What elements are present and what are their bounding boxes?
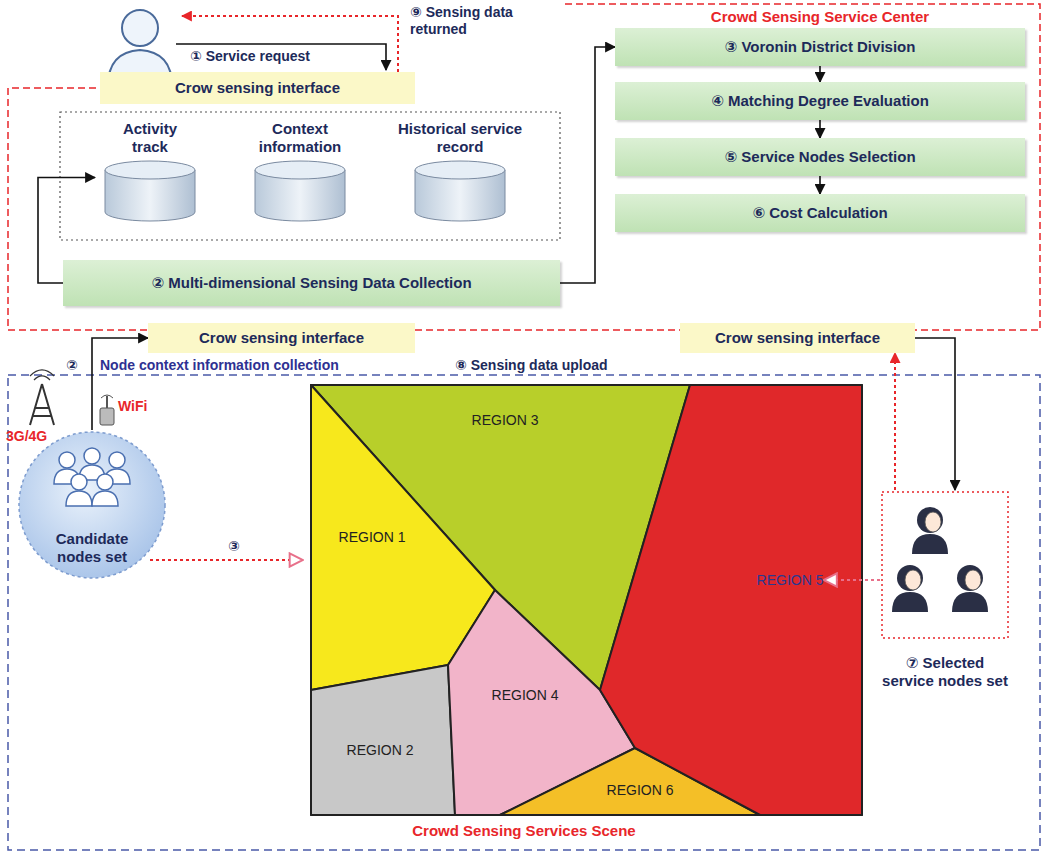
interface-box: Crow sensing interface (148, 323, 415, 353)
node-label: ② Multi-dimensional Sensing Data Collect… (151, 274, 471, 292)
node-label: REGION 2 (347, 742, 414, 759)
node-label: Candidate nodes set (37, 530, 147, 566)
annotation: ⑧ Sensing data upload (455, 357, 608, 374)
wifi-router (100, 395, 114, 425)
connector (819, 176, 821, 194)
map-region: REGION 3 (472, 412, 539, 429)
node-label: ③ Voronin District Division (725, 38, 916, 56)
connector (824, 579, 881, 581)
node-label: REGION 6 (607, 782, 674, 799)
map-region: REGION 1 (339, 529, 406, 546)
node-label: REGION 1 (339, 529, 406, 546)
node-label: ⑦ Selected service nodes set (880, 654, 1010, 690)
process-box: ② Multi-dimensional Sensing Data Collect… (63, 260, 560, 306)
region-heading: Crowd Sensing Services Scene (8, 822, 1040, 840)
return-arrow (182, 16, 398, 72)
region-outline: Crowd Sensing Services Scene Candidate no… (8, 375, 1040, 850)
database: Activity track (95, 120, 205, 235)
annotation: ② (66, 357, 78, 374)
map-region: REGION 2 (347, 742, 414, 759)
connector (560, 47, 615, 283)
annotation: ① Service request (190, 48, 310, 65)
node-label: ⑤ Service Nodes Selection (724, 148, 915, 166)
node-label: REGION 3 (472, 412, 539, 429)
node-label: Historical service record (398, 120, 523, 156)
center-outline (8, 4, 1040, 330)
node-label: Activity track (105, 120, 195, 156)
process-box: ⑤ Service Nodes Selection (615, 138, 1025, 176)
cylinder-icon (250, 160, 350, 224)
connector (819, 120, 821, 138)
connector (915, 338, 955, 490)
annotation: ⑨ Sensing data returned (410, 4, 560, 38)
process-box: ⑥ Cost Calculation (615, 194, 1025, 232)
region-outline: Crowd Sensing Service CenterActivity tra… (8, 4, 1040, 330)
map-region: REGION 4 (492, 687, 559, 704)
node-label: ⑥ Cost Calculation (752, 204, 887, 222)
process-box: ④ Matching Degree Evaluation (615, 82, 1025, 120)
connector (894, 353, 896, 490)
cell-tower (30, 370, 54, 425)
node-label: ④ Matching Degree Evaluation (711, 92, 929, 110)
voronoi-map (311, 385, 862, 815)
selected-set: ⑦ Selected service nodes set (880, 490, 1010, 690)
request-arrow (176, 44, 386, 70)
connector (819, 66, 821, 82)
node-label: Crow sensing interface (199, 329, 364, 347)
process-box: ③ Voronin District Division (615, 28, 1025, 66)
region-heading: Crowd Sensing Service Center (615, 8, 1025, 26)
connector (92, 338, 148, 430)
database: Historical service record (395, 120, 525, 235)
annotation: 3G/4G (6, 428, 47, 445)
annotation: ③ (228, 538, 240, 555)
node-label: REGION 5 (757, 572, 824, 589)
interface-box: Crow sensing interface (680, 323, 915, 353)
database-group (60, 112, 560, 240)
cylinder-icon (410, 160, 510, 224)
scene-outline (8, 375, 1040, 850)
node-label: REGION 4 (492, 687, 559, 704)
node-label: Crow sensing interface (175, 79, 340, 97)
map-region: REGION 5 (757, 572, 824, 589)
annotation: WiFi (118, 398, 147, 415)
people-icons (880, 490, 1010, 640)
node-set-circle: Candidate nodes set (17, 430, 167, 580)
node-label: Context information (250, 120, 350, 156)
annotation: Node context information collection (100, 357, 339, 374)
cylinder-icon (100, 160, 200, 224)
node-label: Crow sensing interface (715, 329, 880, 347)
map-region: REGION 6 (607, 782, 674, 799)
interface-box: Crow sensing interface (100, 72, 415, 104)
assign-arrow (150, 559, 303, 561)
database: Context information (245, 120, 355, 235)
